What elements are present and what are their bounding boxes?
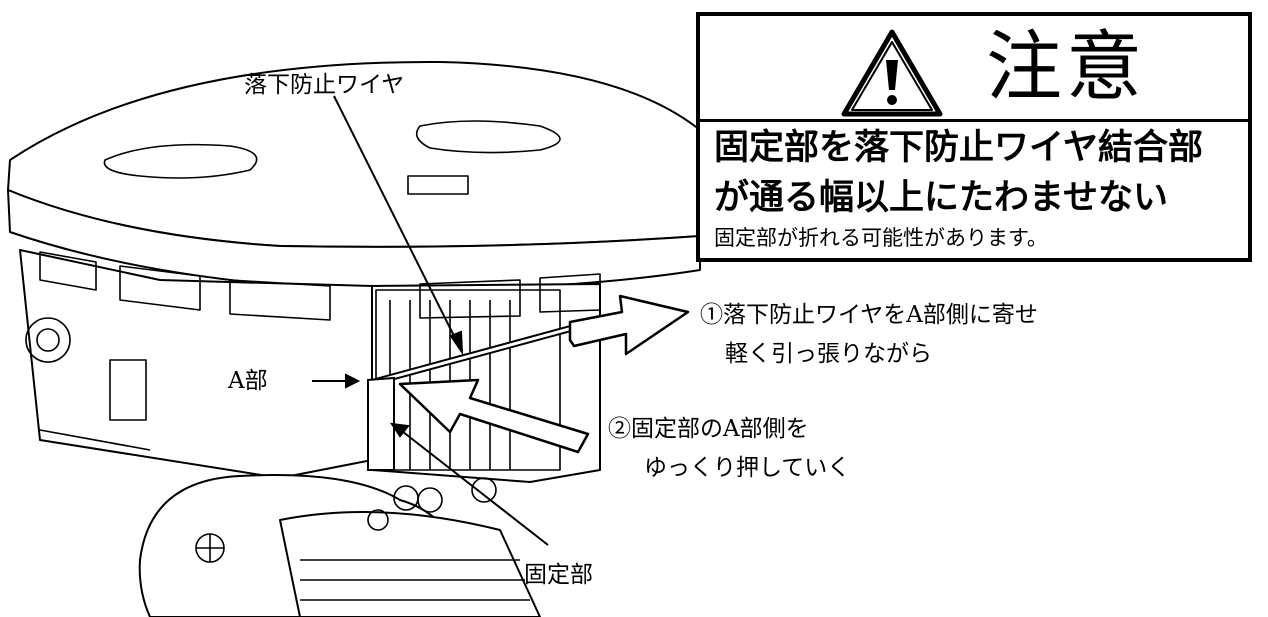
camera-rotor [279,511,541,617]
fixing-part-bracket [367,376,395,471]
rim-tab-2 [119,265,201,311]
rim-tab-1 [39,251,97,291]
screw-boss-outer [25,317,71,363]
step1-line-2: 軽く引っ張りながら [725,341,932,367]
bottom-boss-3 [471,477,497,503]
caution-heading-line-2: が通る幅以上にたわませない [714,178,1168,218]
caution-note: 固定部が折れる可能性があります。 [714,226,1048,250]
caution-header: 注意 [700,16,1248,122]
caution-box: 注意 固定部を落下防止ワイヤ結合部 が通る幅以上にたわませない 固定部が折れる可… [696,12,1252,262]
rotor-lines [300,559,530,601]
camera-body [19,249,373,479]
dome-marking-left [103,143,258,179]
step1-line-1: ①落下防止ワイヤをA部側に寄せ [700,302,1038,328]
bottom-boss-2 [417,487,443,513]
step2-line-2: ゆっくり押していく [644,455,851,481]
pointer-fixing-part-head [389,422,410,438]
body-slot-left [109,359,147,421]
pointer-wire-head [449,330,464,356]
pointer-fixing-part [397,427,549,546]
rim-tab-5 [539,273,601,313]
pointer-part-a-head [345,373,361,389]
dome-slot [407,175,469,195]
dome-marking-right [415,120,561,154]
part-a-label: A部 [228,368,268,394]
lens-boss [367,509,389,531]
screw-boss-inner [36,328,60,352]
step2-arrow [398,378,590,454]
fixing-part-label: 固定部 [524,562,593,588]
lens-hub-cross [196,534,224,562]
caution-heading-line-1: 固定部を落下防止ワイヤ結合部 [714,128,1203,168]
body-edge [39,429,151,451]
pointer-wire [333,95,463,353]
caution-title: 注意 [986,22,1146,111]
step2-line-1: ②固定部のA部側を [608,416,809,442]
camera-dome-rim [7,189,701,292]
rim-tab-4 [419,279,521,319]
step1-arrow [568,294,690,356]
wire-label: 落下防止ワイヤ [244,72,405,98]
warning-triangle-icon [841,29,943,117]
rim-tab-3 [229,279,331,321]
